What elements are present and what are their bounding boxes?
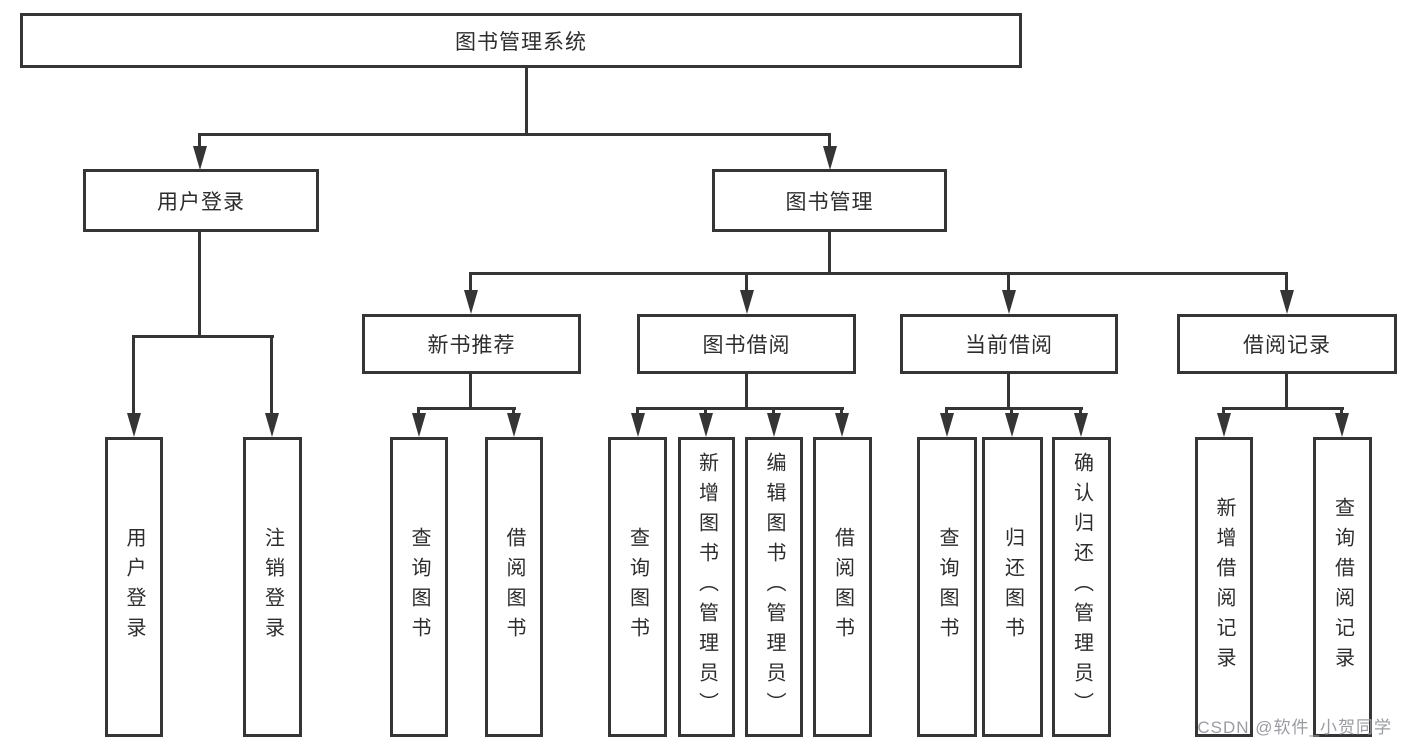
arrow-down-icon [412,413,426,437]
node-root-label: 图书管理系统 [455,30,587,54]
node-leaf-borrow-book-2-label: 借阅图书 [831,527,854,647]
node-leaf-user-login: 用户登录 [105,437,163,737]
node-user-login: 用户登录 [83,169,319,232]
node-current-borrow-label: 当前借阅 [965,334,1053,357]
connector-current-borrow-stem [1007,374,1010,408]
node-leaf-query-book-2-label: 查询图书 [626,527,649,647]
node-book-borrow: 图书借阅 [637,314,856,374]
node-leaf-query-record: 查询借阅记录 [1313,437,1372,737]
csdn-watermark: CSDN @软件_小贺同学 [1197,718,1392,737]
connector-group-e-rail [1222,407,1344,410]
connector-new-book-rec-stem [469,374,472,408]
node-leaf-borrow-book-1-label: 借阅图书 [503,527,525,647]
node-leaf-return-book-label: 归还图书 [1001,527,1024,647]
connector-login-group-rail [132,335,274,338]
arrow-down-icon [823,146,837,170]
node-leaf-query-record-label: 查询借阅记录 [1331,497,1354,677]
connector-arrow-book-borrow-stem [745,272,748,294]
arrow-down-icon [940,413,954,437]
arrow-down-icon [464,290,478,314]
connector-root-stem [525,68,528,134]
connector-book-borrow-stem [745,374,748,408]
node-book-mgmt: 图书管理 [712,169,947,232]
node-leaf-borrow-book-1: 借阅图书 [485,437,543,737]
node-new-book-rec-label: 新书推荐 [427,334,516,357]
node-new-book-rec: 新书推荐 [362,314,581,374]
connector-arrow-leaf-logout-stem [270,335,273,415]
arrow-down-icon [1280,290,1294,314]
connector-group-d-rail [945,407,1083,410]
arrow-down-icon [699,413,713,437]
connector-group-b-rail [417,407,516,410]
arrow-down-icon [193,146,207,170]
connector-arrow-user-login-stem [198,133,201,153]
arrow-down-icon [127,413,141,437]
node-user-login-label: 用户登录 [157,190,245,214]
node-leaf-borrow-book-2: 借阅图书 [813,437,872,737]
connector-level2-rail [198,133,831,136]
node-leaf-edit-book: 编辑图书（管理员） [745,437,803,737]
arrow-down-icon [1335,413,1349,437]
node-book-mgmt-label: 图书管理 [785,190,874,214]
connector-arrow-new-book-rec-stem [469,272,472,294]
connector-user-login-stem [198,232,201,336]
node-leaf-query-book-1-label: 查询图书 [408,527,430,647]
node-leaf-logout: 注销登录 [243,437,302,737]
node-leaf-user-login-label: 用户登录 [123,527,145,647]
node-root: 图书管理系统 [20,13,1022,68]
arrow-down-icon [1074,413,1088,437]
connector-borrow-record-stem [1285,374,1288,408]
arrow-down-icon [740,290,754,314]
node-book-borrow-label: 图书借阅 [702,334,791,357]
connector-arrow-leaf-user-login-stem [132,335,135,415]
node-leaf-confirm-return-label: 确认归还（管理员） [1070,452,1093,722]
node-current-borrow: 当前借阅 [900,314,1118,374]
arrow-down-icon [835,413,849,437]
node-leaf-logout-label: 注销登录 [261,527,284,647]
node-leaf-confirm-return: 确认归还（管理员） [1052,437,1111,737]
node-leaf-return-book: 归还图书 [982,437,1043,737]
node-borrow-record-label: 借阅记录 [1243,334,1331,357]
node-leaf-edit-book-label: 编辑图书（管理员） [763,452,785,722]
node-leaf-add-book: 新增图书（管理员） [678,437,735,737]
node-leaf-query-book-1: 查询图书 [390,437,448,737]
node-leaf-add-record: 新增借阅记录 [1195,437,1253,737]
node-leaf-add-record-label: 新增借阅记录 [1213,497,1235,677]
arrow-down-icon [1005,413,1019,437]
arrow-down-icon [1002,290,1016,314]
node-borrow-record: 借阅记录 [1177,314,1397,374]
arrow-down-icon [767,413,781,437]
connector-book-mgmt-stem [828,232,831,274]
arrow-down-icon [265,413,279,437]
connector-arrow-borrow-record-stem [1285,272,1288,294]
connector-arrow-current-borrow-stem [1007,272,1010,294]
connector-level3-rail [469,272,1288,275]
arrow-down-icon [507,413,521,437]
node-leaf-query-book-3: 查询图书 [917,437,977,737]
arrow-down-icon [1217,413,1231,437]
connector-arrow-book-mgmt-stem [828,133,831,153]
connector-group-c-rail [636,407,844,410]
node-leaf-add-book-label: 新增图书（管理员） [695,452,718,722]
node-leaf-query-book-3-label: 查询图书 [936,527,958,647]
arrow-down-icon [631,413,645,437]
node-leaf-query-book-2: 查询图书 [608,437,667,737]
